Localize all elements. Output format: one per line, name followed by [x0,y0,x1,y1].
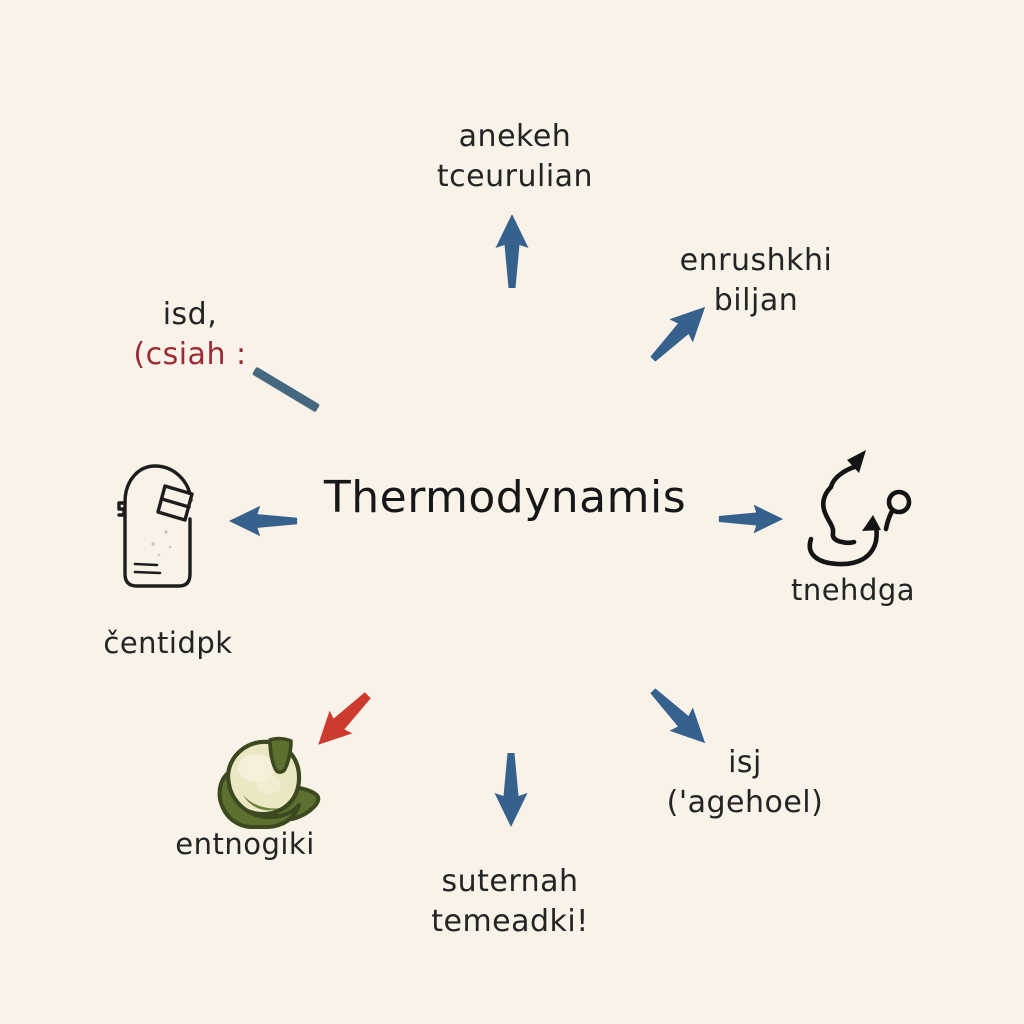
arrow-red-down-left-icon [303,680,382,759]
note-left: isd, (csiah : [90,295,290,375]
arrow-down-right-icon [638,676,720,758]
node-bottom: suternah temeadki! [385,862,635,942]
squiggle-path-arrows-icon [800,432,926,582]
node-bottom-right: isj ('agehoel) [645,743,845,823]
note-left-line1: isd, [162,297,218,332]
arrow-up-icon [492,213,532,289]
note-left-line2: (csiah : [133,336,247,372]
diagram-title: Thermodynamis [323,472,687,523]
green-pod-icon [210,733,324,837]
arrow-up-right-icon [638,292,720,374]
label-bottom-left-icon: entnogiki [175,827,315,861]
container-jar-icon [113,458,203,597]
arrow-down-icon [491,752,531,828]
arrow-right-icon [718,500,784,538]
node-top: anekeh tceurulian [365,117,665,197]
node-top-line1: anekeh [458,119,572,154]
node-top-line2: tceurulian [436,158,594,194]
arrow-left-icon [228,502,298,540]
node-bottom-right-line1: isj [728,745,762,780]
node-bottom-line1: suternah [441,864,579,899]
node-top-right: enrushkhi biljan [656,241,856,321]
node-bottom-right-line2: ('agehoel) [666,784,824,820]
node-bottom-line2: temeadki! [431,903,589,939]
label-right-icon: tnehdga [790,573,916,607]
label-left-icon: čentidpk [103,626,233,660]
node-top-right-line1: enrushkhi [679,243,833,278]
node-top-right-line2: biljan [713,282,799,318]
